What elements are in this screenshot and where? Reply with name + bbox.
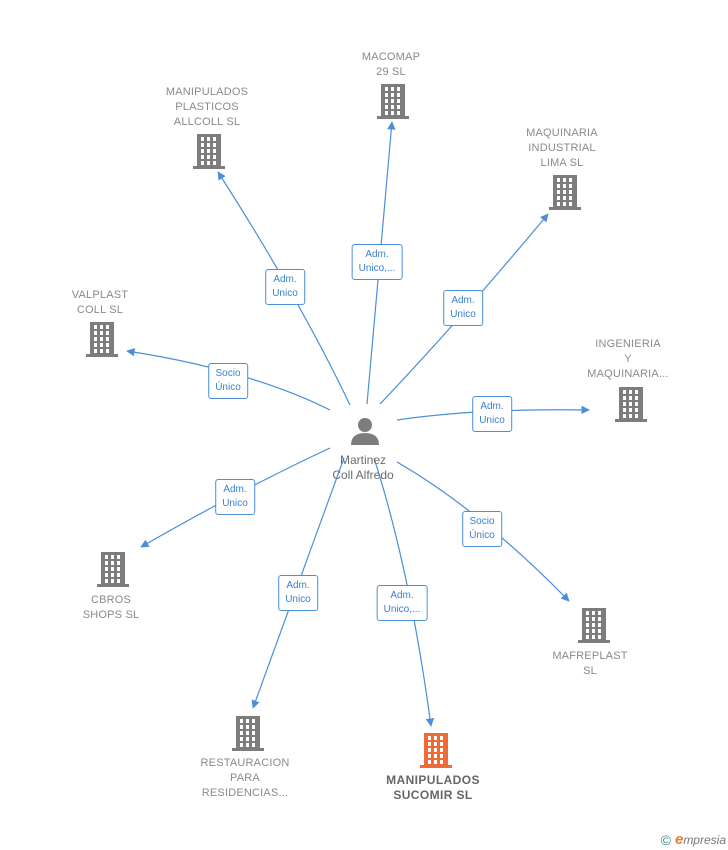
relation-label-cbros[interactable]: Adm. Unico [215,479,255,515]
relation-label-ingenieria[interactable]: Adm. Unico [472,396,512,432]
company-name-valplast[interactable]: VALPLAST COLL SL [71,289,129,316]
company-name-manipulados-plasticos[interactable]: MANIPULADOS PLASTICOS ALLCOLL SL [165,86,249,128]
relation-label-restauracion[interactable]: Adm. Unico [278,575,318,611]
building-icon[interactable] [97,552,129,587]
building-icon[interactable] [549,175,581,210]
relation-label-mafreplast[interactable]: Socio Único [462,511,502,547]
building-icon[interactable] [86,322,118,357]
relation-label-macomap[interactable]: Adm. Unico,... [351,244,403,280]
company-name-maquinaria-industrial[interactable]: MAQUINARIA INDUSTRIAL LIMA SL [526,127,598,169]
relation-label-maquinaria-industrial[interactable]: Adm. Unico [443,290,483,326]
company-name-macomap[interactable]: MACOMAP 29 SL [361,51,421,78]
building-icon[interactable] [615,387,647,422]
copyright-symbol: © [660,831,671,848]
building-icon[interactable] [578,608,610,643]
footer-brand: © empresia [661,831,726,848]
edge-manipulados-sucomir [373,457,435,727]
relation-label-valplast[interactable]: Socio Único [208,363,248,399]
person-icon[interactable] [351,418,379,445]
relation-label-manipulados-sucomir[interactable]: Adm. Unico,... [376,585,428,621]
company-name-mafreplast[interactable]: MAFREPLAST SL [552,650,628,677]
building-icon[interactable] [377,84,409,119]
building-icon[interactable] [420,733,452,768]
company-name-manipulados-sucomir[interactable]: MANIPULADOS SUCOMIR SL [386,773,480,802]
relation-label-manipulados-plasticos[interactable]: Adm. Unico [265,269,305,305]
building-icon[interactable] [193,134,225,169]
company-name-restauracion[interactable]: RESTAURACION PARA RESIDENCIAS... [200,757,290,799]
company-name-cbros[interactable]: CBROS SHOPS SL [82,594,140,621]
company-name-ingenieria[interactable]: INGENIERIA Y MAQUINARIA... [587,338,669,380]
person-name[interactable]: Martinez Coll Alfredo [332,453,394,482]
brand-logo[interactable]: empresia [674,831,726,848]
building-icon[interactable] [232,716,264,751]
